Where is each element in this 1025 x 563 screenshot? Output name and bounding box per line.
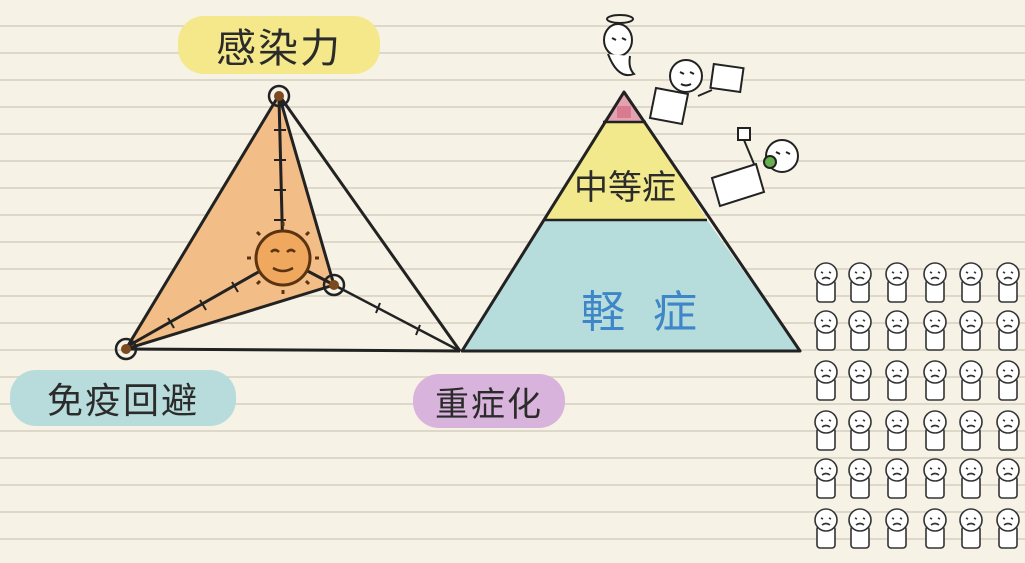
crowd-person (885, 262, 909, 303)
person-with-chart-icon (710, 127, 799, 208)
trait-triangle-fill (124, 93, 336, 351)
crowd-person (959, 508, 983, 549)
crowd-person (848, 458, 872, 499)
severity-label: 重症化 (413, 374, 565, 428)
crowd-person (814, 410, 838, 451)
pyramid-outline (460, 90, 802, 353)
angel-person-icon (603, 14, 636, 76)
infectivity-label: 感染力 (178, 16, 380, 74)
crowd-person (814, 508, 838, 549)
crowd-person (814, 310, 838, 351)
crowd-person (885, 360, 909, 401)
crowd-person (848, 508, 872, 549)
crowd-person (885, 310, 909, 351)
edge-virus-severity (333, 283, 461, 353)
crowd-person (959, 410, 983, 451)
crowd-person (848, 410, 872, 451)
crowd-person (996, 262, 1020, 303)
crowd-person (923, 360, 947, 401)
pyramid-label-moderate: 中等症 (574, 168, 676, 208)
crowd-person (848, 262, 872, 303)
crowd-person (885, 458, 909, 499)
crowd-person (959, 360, 983, 401)
crowd-person (996, 508, 1020, 549)
vertex-marker-severity-axis (322, 273, 346, 297)
axis-to-evasion (127, 256, 284, 348)
crowd-person (996, 458, 1020, 499)
crowd-person (814, 458, 838, 499)
severe-marker (617, 106, 631, 118)
crowd-person (923, 458, 947, 499)
crowd-icon (814, 262, 1020, 549)
crowd-person (996, 360, 1020, 401)
edge-infectivity-severity (277, 94, 462, 352)
crowd-person (885, 410, 909, 451)
virus-icon (247, 222, 319, 294)
pyramid-label-mild: 軽症 (581, 287, 725, 338)
crowd-person (959, 310, 983, 351)
pyramid-layer-mild (462, 220, 800, 351)
crowd-person (959, 458, 983, 499)
crowd-person (923, 262, 947, 303)
crowd-person (814, 262, 838, 303)
crowd-person (885, 508, 909, 549)
vertex-marker-infectivity (267, 84, 291, 108)
person-with-sign-icon (648, 59, 745, 126)
crowd-person (996, 410, 1020, 451)
crowd-person (848, 310, 872, 351)
virus-characteristics-diagram (114, 84, 462, 361)
crowd-person (996, 310, 1020, 351)
crowd-person (848, 360, 872, 401)
crowd-person (959, 262, 983, 303)
axis-ticks (167, 129, 421, 336)
crowd-person (923, 508, 947, 549)
crowd-person (814, 360, 838, 401)
edge-evasion-severity (125, 347, 461, 353)
crowd-person (923, 410, 947, 451)
vertex-marker-evasion (114, 337, 138, 361)
pyramid-layer-moderate (545, 122, 707, 220)
severity-pyramid (460, 90, 802, 353)
immune-evasion-label: 免疫回避 (10, 370, 236, 426)
crowd-person (923, 310, 947, 351)
